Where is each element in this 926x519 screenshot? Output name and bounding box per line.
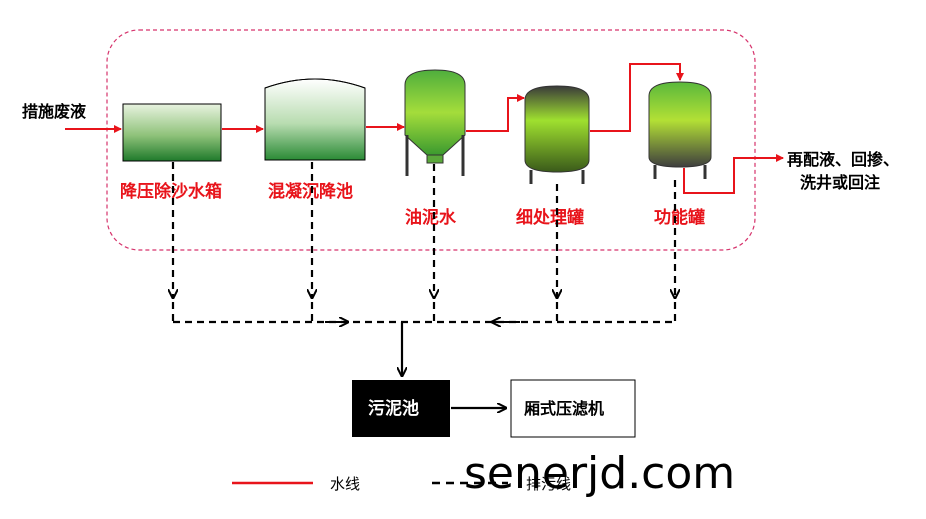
tank3-label: 油泥水 xyxy=(405,207,457,228)
water-line-4-5 xyxy=(590,63,684,132)
input-label: 措施废液 xyxy=(22,102,87,121)
tank4-vessel xyxy=(524,85,590,184)
output-label-line2: 洗井或回注 xyxy=(800,173,880,192)
sludge-pool-label: 污泥池 xyxy=(368,398,419,419)
tank1-label: 降压除沙水箱 xyxy=(120,181,222,202)
legend-sludge-label: 排污线 xyxy=(526,475,571,493)
tank1-box xyxy=(122,103,222,162)
tank5-vessel xyxy=(648,81,712,179)
output-label-line1: 再配液、回掺、 xyxy=(787,150,899,169)
water-line-out xyxy=(683,154,784,194)
legend-water-label: 水线 xyxy=(330,475,360,493)
tank5-label: 功能罐 xyxy=(654,207,705,228)
filter-press-label: 厢式压滤机 xyxy=(524,399,604,418)
tank2-label: 混凝沉降池 xyxy=(268,181,353,202)
sludge-pool-box xyxy=(352,380,450,437)
tank3-conical xyxy=(404,69,466,176)
tank4-label: 细处理罐 xyxy=(516,207,584,228)
tank2-pool xyxy=(264,78,366,161)
watermark: senerjd.com xyxy=(464,448,735,499)
water-line-3-4 xyxy=(466,94,525,132)
filter-press-box xyxy=(510,379,636,438)
